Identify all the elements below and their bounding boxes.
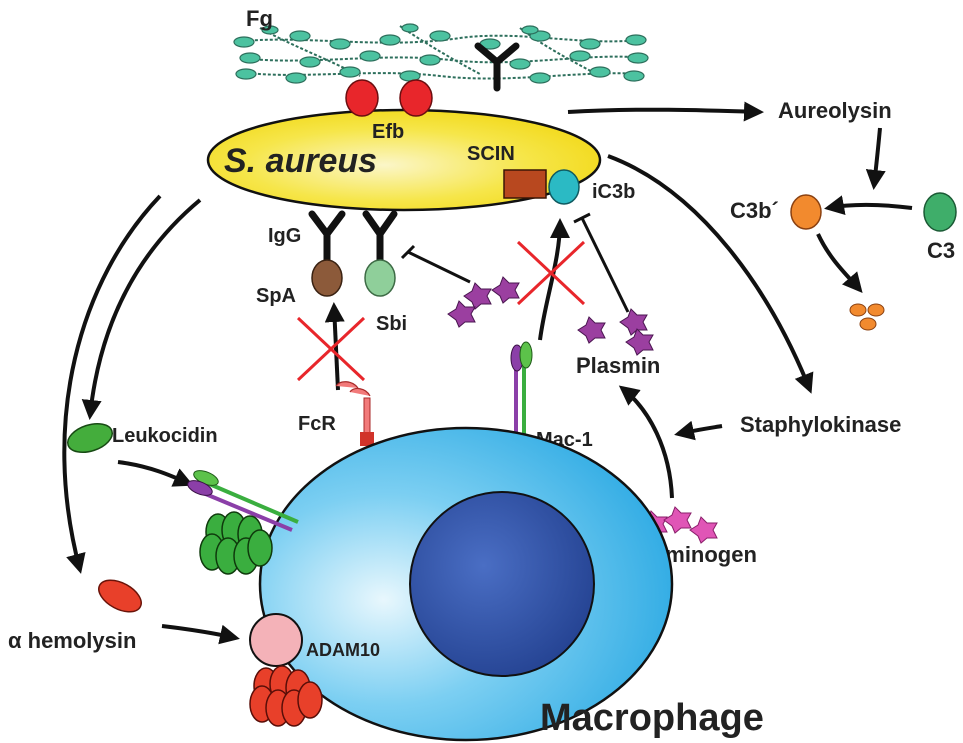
- s-aureus-label: S. aureus: [224, 142, 377, 180]
- scin-protein: [503, 169, 547, 199]
- macrophage-label: Macrophage: [540, 697, 764, 739]
- to-leukocidin-arrow: [81, 198, 202, 420]
- c3b-fragments-icon: [849, 303, 885, 331]
- blocked-mac1-cross-icon: [516, 240, 586, 306]
- efb-label: Efb: [372, 121, 404, 143]
- blocked-fcr-cross-icon: [296, 316, 366, 382]
- c3b-degradation-arrow: [816, 233, 863, 294]
- fcr-to-spa-arrow: [324, 302, 345, 391]
- alpha-hemolysin-label: α hemolysin: [8, 628, 136, 653]
- igg-label: IgG: [268, 225, 301, 247]
- mac1-to-ic3b-arrow: [538, 218, 570, 341]
- to-hemolysin-arrow: [62, 194, 162, 574]
- c3-molecule: [923, 192, 957, 232]
- efb-molecule-2: [399, 79, 433, 117]
- scin-label: SCIN: [467, 143, 515, 165]
- staphylokinase-label: Staphylokinase: [740, 412, 901, 437]
- fibrinogen-network: [233, 23, 649, 84]
- c3b-molecule: [790, 194, 822, 230]
- adam10-label: ADAM10: [306, 640, 380, 660]
- efb-molecule-1: [345, 79, 379, 117]
- fcr-label: FcR: [298, 413, 336, 435]
- plasmin-stars-right: [577, 308, 654, 356]
- hemolysin-pore-icon: [249, 665, 323, 727]
- antibody-top-icon: [474, 42, 520, 92]
- plasmin-inhibits-sbi-line: [407, 250, 471, 284]
- plasmin-inhibits-ic3b-line: [580, 217, 630, 313]
- fcr-receptor-icon: [335, 381, 374, 446]
- plasmin-stars-left: [447, 276, 520, 328]
- mac1-receptor-icon: [510, 341, 533, 464]
- igg-antibody-icon: [308, 210, 398, 266]
- adam10-receptor: [249, 613, 303, 667]
- c3b-prime-label: C3b´: [730, 198, 779, 223]
- leukocidin-receptor-icon: [187, 470, 299, 532]
- leukocidin-label: Leukocidin: [112, 425, 218, 447]
- to-staphylokinase-arrow: [607, 154, 814, 394]
- hemolysin-molecule: [98, 579, 142, 613]
- c3-label: C3: [927, 238, 955, 263]
- ic3b-label: iC3b: [592, 181, 635, 203]
- sbi-molecule: [364, 259, 396, 297]
- macrophage-nucleus: [409, 491, 595, 677]
- aureolysin-to-c3b-arrow: [865, 127, 886, 190]
- plasmin-label: Plasmin: [576, 353, 660, 378]
- fg-label: Fg: [246, 6, 273, 31]
- plasminogen-to-plasmin-arrow: [618, 385, 674, 499]
- inhibition-bar-sbi: [400, 244, 416, 260]
- ic3b-molecule: [548, 169, 580, 205]
- leukocidin-to-receptor-arrow: [117, 460, 194, 487]
- aureolysin-label: Aureolysin: [778, 98, 892, 123]
- leukocidin-pore-icon: [199, 511, 273, 575]
- inhibition-bar-ic3b: [573, 212, 591, 224]
- spa-molecule: [311, 259, 343, 297]
- staphylokinase-to-plasminogen-arrow: [674, 420, 723, 441]
- to-aureolysin-arrow: [567, 101, 764, 122]
- c3-to-c3b-arrow: [824, 195, 913, 215]
- spa-label: SpA: [256, 285, 296, 307]
- hemolysin-to-adam10-arrow: [161, 624, 240, 645]
- sbi-label: Sbi: [376, 313, 407, 335]
- leukocidin-molecule: [67, 422, 113, 454]
